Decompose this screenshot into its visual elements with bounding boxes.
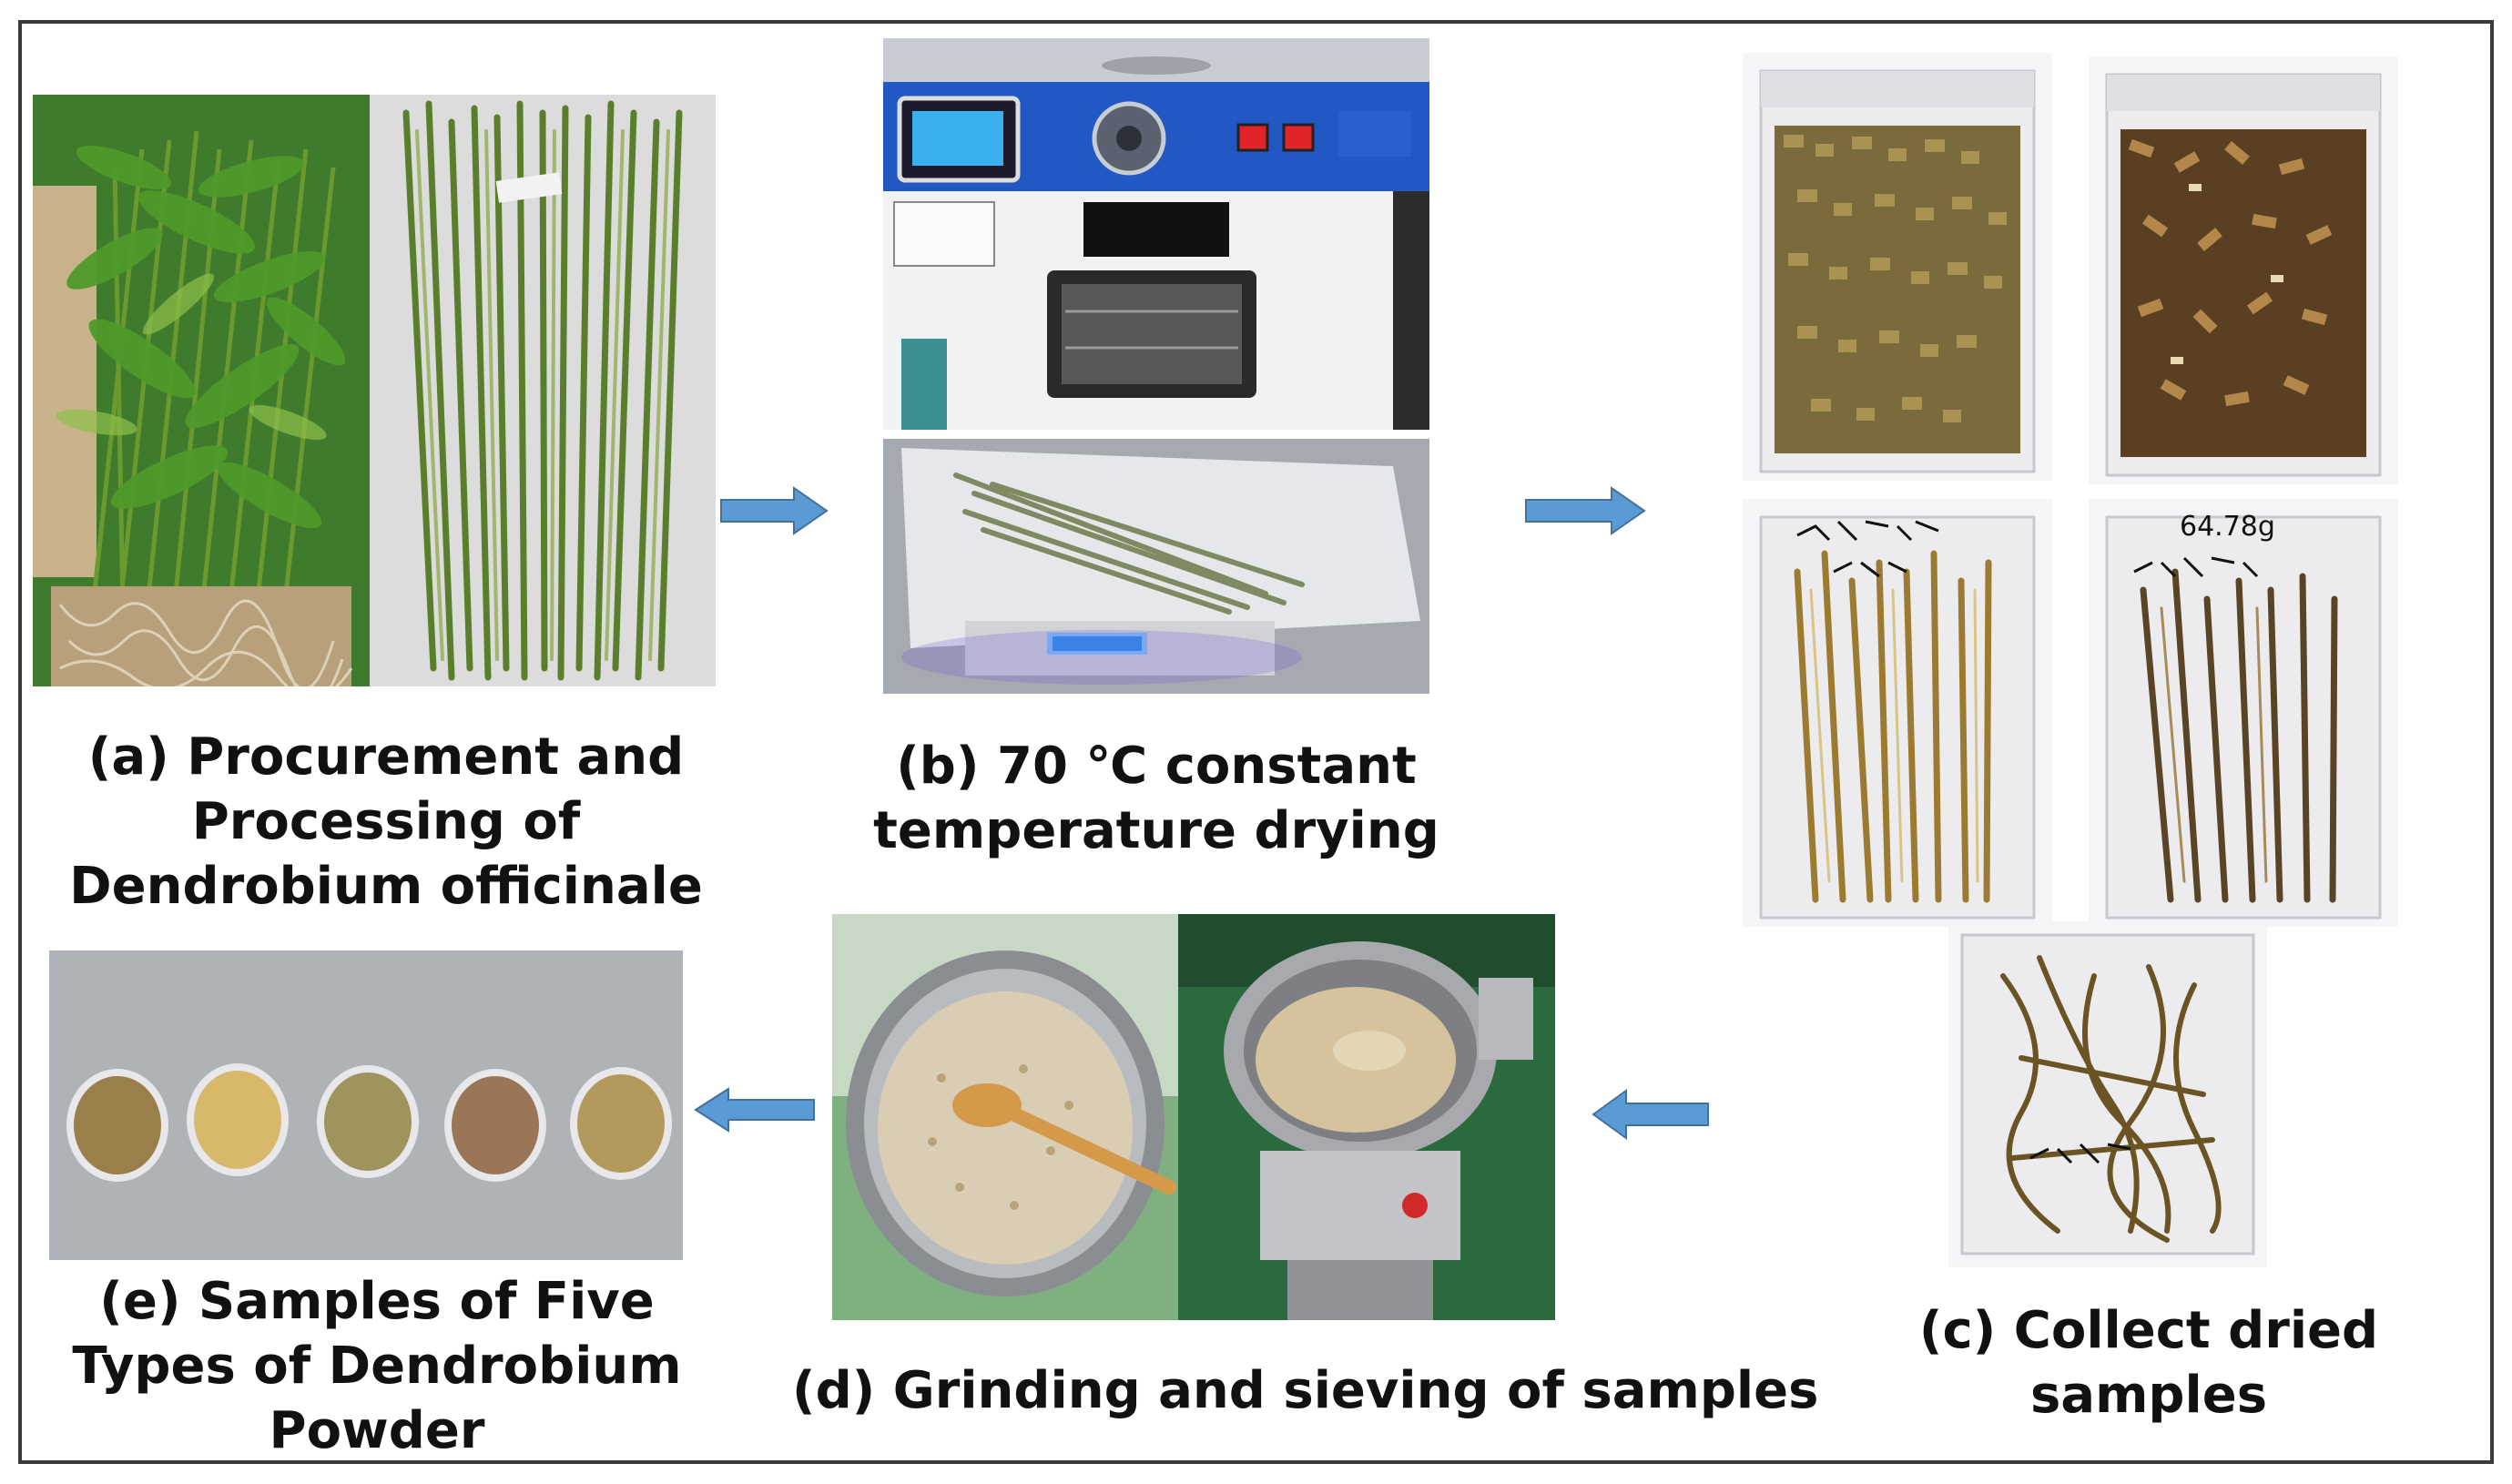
caption-a-line-1: (a) Procurement and [87, 727, 685, 787]
caption-a-line-3: Dendrobium officinale [69, 857, 703, 917]
photo-fresh-dendrobium-leafy [33, 95, 370, 686]
photo-powder-samples [49, 950, 683, 1260]
caption-e-line-1: (e) Samples of Five [99, 1272, 655, 1331]
caption-c-line-2: samples [2029, 1366, 2268, 1426]
photo-dried-sample-bag-4: 64.78g [2089, 499, 2398, 927]
caption-c: (c) Collect dried samples [1894, 1298, 2404, 1428]
photo-dried-sample-bag-1 [1743, 53, 2052, 481]
caption-d-line-1: (d) Grinding and sieving of samples [792, 1361, 1819, 1420]
photo-dried-sample-bag-2 [2089, 56, 2398, 484]
photo-sieving [832, 914, 1178, 1320]
caption-a: (a) Procurement and Processing of Dendro… [40, 725, 732, 919]
photo-dried-sample-bag-5 [1948, 921, 2267, 1267]
caption-e-line-2: Types of Dendrobium [72, 1337, 682, 1397]
caption-e-line-3: Powder [269, 1401, 485, 1461]
caption-e: (e) Samples of Five Types of Dendrobium … [40, 1269, 714, 1463]
flow-arrow-icon-b-to-c [1524, 486, 1646, 535]
caption-a-line-2: Processing of [191, 792, 581, 852]
bag-weight-note: 64.78g [2180, 511, 2275, 543]
caption-b-line-2: temperature drying [873, 801, 1439, 861]
photo-fresh-dendrobium-stems [370, 95, 716, 686]
caption-b-line-1: (b) 70 ℃ constant [896, 737, 1417, 796]
flow-arrow-icon-d-to-e [694, 1087, 816, 1133]
photo-drying-oven [883, 38, 1429, 430]
flow-arrow-icon-c-to-d [1592, 1089, 1710, 1140]
figure-frame: 64.78g [18, 20, 2494, 1464]
caption-b: (b) 70 ℃ constant temperature drying [856, 734, 1457, 863]
caption-c-line-1: (c) Collect dried [1918, 1301, 2379, 1360]
photo-grinder [1178, 914, 1555, 1320]
flow-arrow-icon-a-to-b [719, 486, 829, 535]
photo-weighing-scale [883, 439, 1429, 694]
photo-dried-sample-bag-3 [1743, 499, 2052, 927]
caption-d: (d) Grinding and sieving of samples [792, 1358, 1819, 1423]
